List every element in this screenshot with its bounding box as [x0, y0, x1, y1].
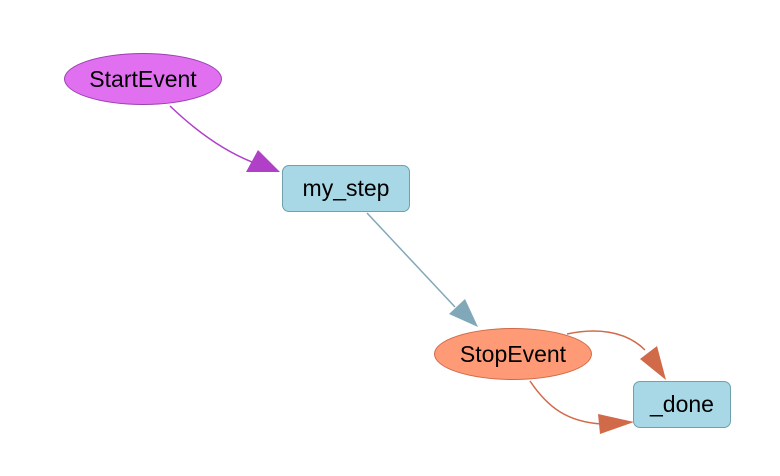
node-stop-event-label: StopEvent [459, 340, 567, 367]
edge-start-to-mystep [169, 105, 253, 163]
edge-mystep-to-stop [366, 212, 456, 308]
node-done-label: _done [650, 391, 714, 417]
node-my-step-label: my_step [302, 175, 390, 201]
node-stop-event[interactable]: StopEvent [434, 328, 592, 380]
arrowhead-start-to-mystep [246, 150, 280, 172]
node-start-event-label: StartEvent [89, 65, 197, 92]
arrowhead-stop-to-done-lower [598, 414, 634, 434]
arrowhead-mystep-to-stop [449, 299, 478, 327]
arrowhead-stop-to-done-upper [640, 346, 666, 380]
node-my-step[interactable]: my_step [282, 165, 410, 212]
edge-stop-to-done-upper [566, 330, 646, 351]
node-start-event[interactable]: StartEvent [64, 53, 222, 105]
edge-stop-to-done-lower [529, 380, 603, 425]
node-done[interactable]: _done [633, 381, 731, 428]
